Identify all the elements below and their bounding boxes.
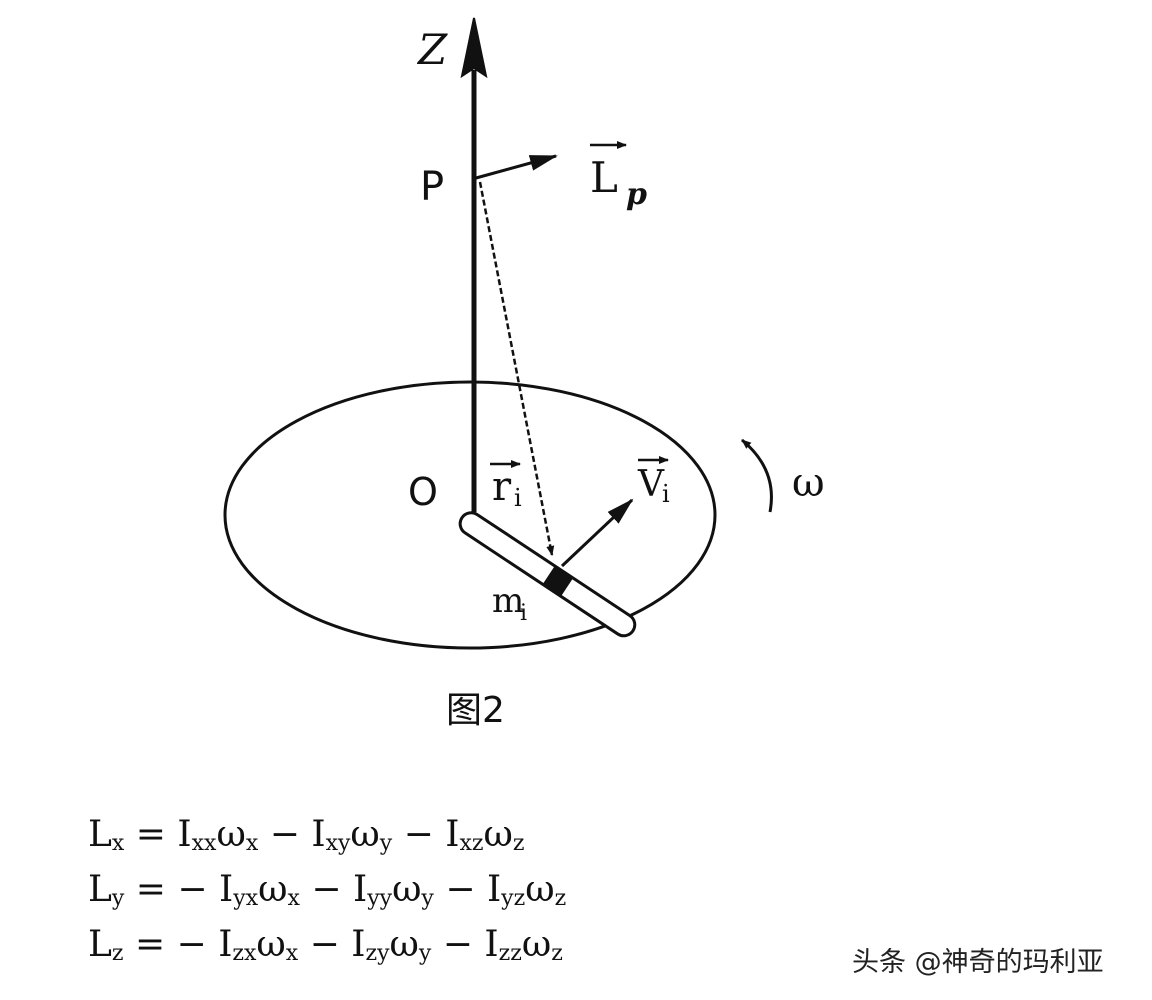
vector-r-symbol: r <box>492 464 512 510</box>
vector-r-subscript: i <box>514 484 522 512</box>
eq-omega-sub: y <box>421 886 434 911</box>
eq-inertia-sub: yz <box>501 886 526 911</box>
eq-lhs: L <box>88 814 112 855</box>
eq-lhs: L <box>88 924 112 965</box>
eq-omega: ω <box>521 924 552 965</box>
mass-symbol: m <box>492 581 524 621</box>
eq-omega-sub: z <box>551 941 563 966</box>
eq-omega-sub: x <box>245 831 259 856</box>
vector-lp-subscript: p <box>626 177 647 212</box>
eq-lhs: L <box>88 869 112 910</box>
eq-omega: ω <box>483 814 513 855</box>
eq-omega: ω <box>392 869 422 910</box>
eq-omega: ω <box>258 869 288 910</box>
eq-inertia-sub: yx <box>233 886 259 911</box>
omega-label: ω <box>792 460 825 506</box>
rotation-arrow <box>741 438 773 513</box>
eq-inertia-sub: zz <box>498 941 522 966</box>
mass-element <box>542 565 574 597</box>
eq-omega: ω <box>525 869 555 910</box>
eq-inertia: I <box>445 814 460 855</box>
eq-omega: ω <box>350 814 380 855</box>
eq-op: − <box>311 869 342 910</box>
eq-inertia: I <box>177 814 192 855</box>
vector-v-label: V i <box>637 456 670 508</box>
eq-omega-sub: z <box>554 886 567 911</box>
equation-lz: Lz = − Izxωx − Izyωy − Izzωz <box>88 920 566 975</box>
eq-omega-sub: y <box>379 831 393 856</box>
eq-inertia: I <box>484 924 499 965</box>
rotation-diagram: Z P L p O r i V i m i ω 图2 <box>223 17 825 731</box>
eq-op: − <box>442 924 473 965</box>
equation-lx: Lx = Ixxωx − Ixyωy − Ixzωz <box>88 810 566 865</box>
vector-lp-symbol: L <box>590 153 618 202</box>
vector-r-label: r i <box>490 460 522 512</box>
eq-omega-sub: x <box>287 886 300 911</box>
eq-inertia: I <box>311 814 326 855</box>
eq-lhs-sub: x <box>111 831 125 856</box>
eq-lhs-sub: z <box>111 941 124 966</box>
eq-lhs-sub: y <box>111 886 125 911</box>
radial-rod <box>458 511 637 638</box>
eq-op: = − <box>134 924 207 965</box>
eq-inertia-sub: zx <box>232 941 257 966</box>
eq-omega: ω <box>216 814 246 855</box>
origin-label: O <box>408 470 438 514</box>
eq-inertia: I <box>351 924 366 965</box>
eq-op: = − <box>135 869 208 910</box>
eq-op: = <box>135 814 166 855</box>
eq-inertia-sub: xy <box>325 831 351 856</box>
rotating-disk <box>223 380 717 650</box>
vector-lp-label: L p <box>590 141 647 212</box>
eq-inertia: I <box>219 869 234 910</box>
mass-subscript: i <box>520 601 527 626</box>
vector-v-symbol: V <box>637 464 665 505</box>
z-axis-label: Z <box>416 25 448 74</box>
watermark: 头条 @神奇的玛利亚 <box>852 947 1104 978</box>
angular-momentum-equations: Lx = Ixxωx − Ixyωy − Ixzωz Ly = − Iyxωx … <box>88 810 566 975</box>
eq-inertia-sub: xz <box>459 831 484 856</box>
point-p-label: P <box>420 164 444 210</box>
vector-v <box>560 498 634 568</box>
eq-inertia: I <box>218 924 233 965</box>
z-axis-arrowhead <box>460 17 488 79</box>
vector-v-subscript: i <box>662 480 670 508</box>
eq-inertia-sub: xx <box>191 831 217 856</box>
eq-inertia-sub: zy <box>365 941 390 966</box>
eq-op: − <box>309 924 340 965</box>
eq-omega-sub: x <box>285 941 299 966</box>
eq-inertia: I <box>352 869 368 910</box>
eq-omega: ω <box>389 924 419 965</box>
mass-label: m i <box>492 581 527 626</box>
eq-omega-sub: z <box>512 831 525 856</box>
eq-inertia: I <box>486 869 502 910</box>
eq-omega: ω <box>256 924 286 965</box>
eq-op: − <box>269 814 300 855</box>
eq-omega-sub: y <box>418 941 432 966</box>
vector-lp <box>475 154 558 180</box>
eq-inertia-sub: yy <box>367 886 393 911</box>
position-line <box>478 181 555 556</box>
equation-ly: Ly = − Iyxωx − Iyyωy − Iyzωz <box>88 865 566 920</box>
figure-caption: 图2 <box>446 690 505 731</box>
eq-op: − <box>403 814 434 855</box>
eq-op: − <box>445 869 476 910</box>
